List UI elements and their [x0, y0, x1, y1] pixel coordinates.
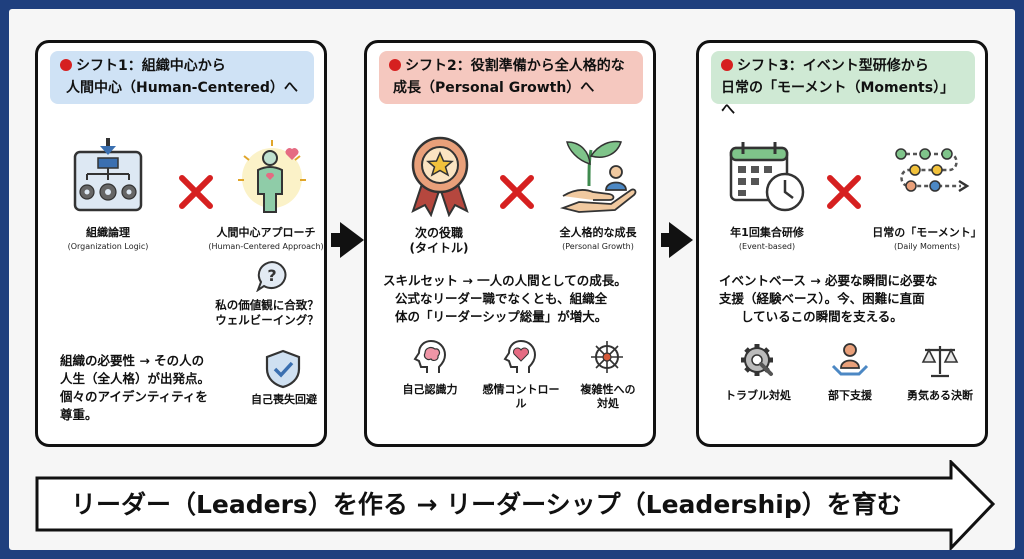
- calendar-clock-icon: [729, 142, 805, 212]
- cross-mark-icon: [179, 175, 213, 209]
- shift3-body: イベントベース → 必要な瞬間に必要な 支援（経験ベース）。今、困難に直面 して…: [719, 272, 989, 326]
- shift3-body-line: しているこの瞬間を支える。: [741, 309, 903, 324]
- organization-logic-label: 組織論理: [86, 226, 130, 239]
- shield-check-icon: [265, 349, 301, 389]
- shift3-title-line1: シフト3：イベント型研修から: [737, 58, 929, 74]
- next-title-label-line1: 次の役職: [414, 226, 463, 240]
- connector-arrow-1: [340, 222, 364, 258]
- banner-arrow-shape: [35, 460, 995, 550]
- award-badge-icon: [411, 136, 469, 217]
- annual-training-sublabel: (Event-based): [738, 242, 796, 251]
- timeline-path-icon: [895, 148, 970, 193]
- skill-label-line: 複雑性への: [580, 383, 636, 396]
- svg-text:?: ?: [267, 266, 276, 285]
- gear-wrench-icon: [741, 344, 773, 376]
- personal-growth-label: 全人格的な成長: [559, 226, 637, 239]
- shift1-body-line: 個々のアイデンティティを: [60, 389, 208, 404]
- organization-logic-sublabel: (Organization Logic): [67, 242, 149, 251]
- shift1-body: 組織の必要性 → その人の 人生（全人格）が出発点。 個々のアイデンティティを …: [60, 352, 240, 424]
- shift2-title-line2: 成長（Personal Growth）へ: [393, 80, 595, 96]
- daily-moments-sublabel: (Daily Moments): [894, 242, 960, 251]
- skill-label-line: 対処: [597, 397, 619, 410]
- shift3-body-line: 支援（経験ベース）。今、困難に直面: [719, 291, 925, 306]
- connector-arrow-2: [669, 222, 693, 258]
- cross-mark-icon: [827, 175, 861, 209]
- organization-flowchart-icon: [73, 138, 143, 212]
- shift2-card: シフト2：役割準備から全人格的な 成長（Personal Growth）へ 次の…: [364, 40, 656, 447]
- human-centered-approach-sublabel: (Human-Centered Approach): [208, 242, 324, 251]
- shift2-body-line: スキルセット → 一人の人間としての成長。: [383, 273, 627, 288]
- question-bubble-icon: ?: [256, 260, 287, 292]
- banner-text: リーダー（Leaders）を作る → リーダーシップ（Leadership）を育…: [71, 490, 902, 519]
- compass-complexity-icon: [591, 341, 623, 373]
- shift2-title-line1: シフト2：役割準備から全人格的な: [405, 58, 625, 74]
- next-title-label-line2: (タイトル): [409, 241, 469, 255]
- red-dot-icon: [721, 59, 733, 71]
- shield-label: 自己喪失回避: [251, 393, 317, 406]
- connector-arrow-shaft: [331, 233, 341, 247]
- shift2-body-line: 公式なリーダー職でなくとも、組織全: [395, 291, 608, 306]
- support-people-icon: [831, 343, 869, 376]
- shift3-header: シフト3：イベント型研修から 日常の「モーメント（Moments）」へ: [711, 51, 975, 118]
- shift2-body: スキルセット → 一人の人間としての成長。 公式なリーダー職でなくとも、組織全 …: [383, 272, 653, 326]
- shift1-body-line: 人生（全人格）が出発点。: [60, 371, 211, 386]
- shift1-card: シフト1：組織中心から 人間中心（Human-Centered）へ 組織論理 (: [35, 40, 327, 447]
- person-heart-icon: [238, 140, 306, 213]
- skill-troubleshooting: トラブル対処: [725, 389, 791, 402]
- cross-mark-icon: [500, 175, 534, 209]
- shift2-header: シフト2：役割準備から全人格的な 成長（Personal Growth）へ: [379, 51, 643, 104]
- diagram-canvas: シフト1：組織中心から 人間中心（Human-Centered）へ 組織論理 (: [9, 9, 1015, 550]
- skill-subordinate-support: 部下支援: [828, 389, 872, 402]
- values-question-line1: 私の価値観に合致？: [215, 298, 319, 312]
- balance-scale-icon: [921, 346, 959, 378]
- shift1-body-line: 尊重。: [60, 407, 98, 422]
- values-question-line2: ウェルビーイング？: [215, 313, 319, 327]
- brain-head-icon: [413, 339, 447, 373]
- skill-label-line: 自己認識力: [402, 383, 458, 396]
- shift1-body-line: 組織の必要性 → その人の: [60, 353, 205, 368]
- emotion-head-icon: [503, 339, 537, 373]
- skill-courageous-decision: 勇気ある決断: [907, 389, 973, 402]
- skill-label-line: 感情コントロー: [482, 383, 560, 396]
- daily-moments-label: 日常の「モーメント」: [872, 226, 982, 239]
- shift1-title-line2: 人間中心（Human-Centered）へ: [66, 80, 298, 96]
- red-dot-icon: [60, 59, 72, 71]
- shift1-header: シフト1：組織中心から 人間中心（Human-Centered）へ: [50, 51, 314, 104]
- connector-arrow-shaft: [661, 233, 671, 247]
- skill-label-line: ル: [515, 397, 527, 410]
- skill-self-awareness: 自己認識力: [385, 383, 475, 397]
- personal-growth-sublabel: (Personal Growth): [562, 242, 634, 251]
- shift1-title-line1: シフト1：組織中心から: [76, 58, 226, 74]
- human-centered-approach-label: 人間中心アプローチ: [216, 226, 316, 239]
- shift3-title-line2: 日常の「モーメント（Moments）」へ: [721, 80, 955, 118]
- shift3-body-line: イベントベース → 必要な瞬間に必要な: [719, 273, 938, 288]
- red-dot-icon: [389, 59, 401, 71]
- shift2-body-line: 体の「リーダーシップ総量」が増大。: [395, 309, 608, 324]
- hand-seedling-icon: [559, 140, 637, 213]
- skill-emotion-control: 感情コントロー ル: [473, 383, 569, 411]
- annual-training-label: 年1回集合研修: [730, 226, 804, 239]
- shift3-card: シフト3：イベント型研修から 日常の「モーメント（Moments）」へ 年1回集…: [696, 40, 988, 447]
- skill-complexity: 複雑性への 対処: [563, 383, 653, 411]
